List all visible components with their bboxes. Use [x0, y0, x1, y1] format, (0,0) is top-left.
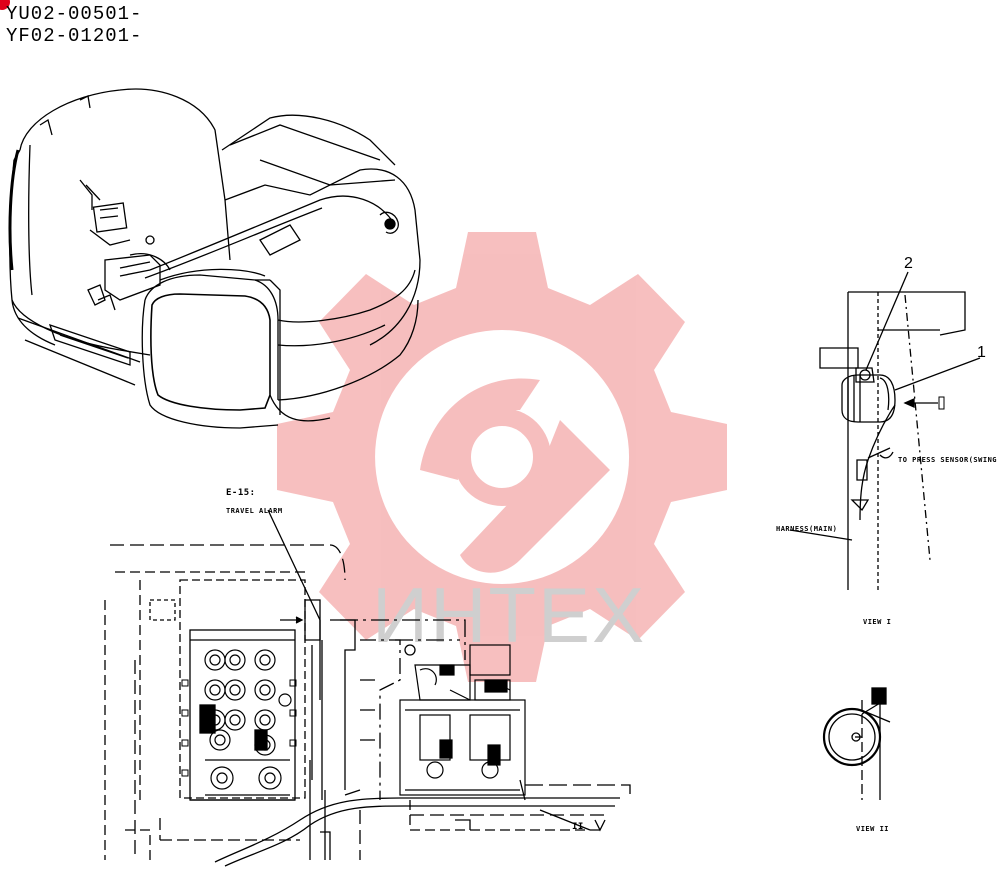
view-i-caption: VIEW I	[863, 618, 892, 626]
corner-marker	[0, 0, 10, 10]
serial-range-2: YF02-01201-	[6, 25, 143, 47]
e15-label: E-15:	[226, 488, 256, 498]
callout-item-2: 2	[904, 255, 913, 272]
view-ii-illustration	[822, 687, 891, 800]
view-i-illustration	[789, 271, 981, 590]
machine-body-illustration	[8, 88, 421, 429]
control-valve-illustration	[104, 509, 631, 867]
callout-item-1: 1	[977, 344, 986, 361]
travel-alarm-label: TRAVEL ALARM	[226, 507, 283, 515]
to-press-sensor-label: TO PRESS SENSOR(SWING	[898, 456, 998, 464]
harness-main-label: HARNESS(MAIN)	[776, 525, 838, 533]
arrow-tag-bottom: II	[572, 822, 584, 832]
serial-range-1: YU02-00501-	[6, 3, 143, 25]
view-ii-caption: VIEW II	[856, 825, 890, 833]
watermark-text: ИНТЕХ	[372, 571, 647, 659]
